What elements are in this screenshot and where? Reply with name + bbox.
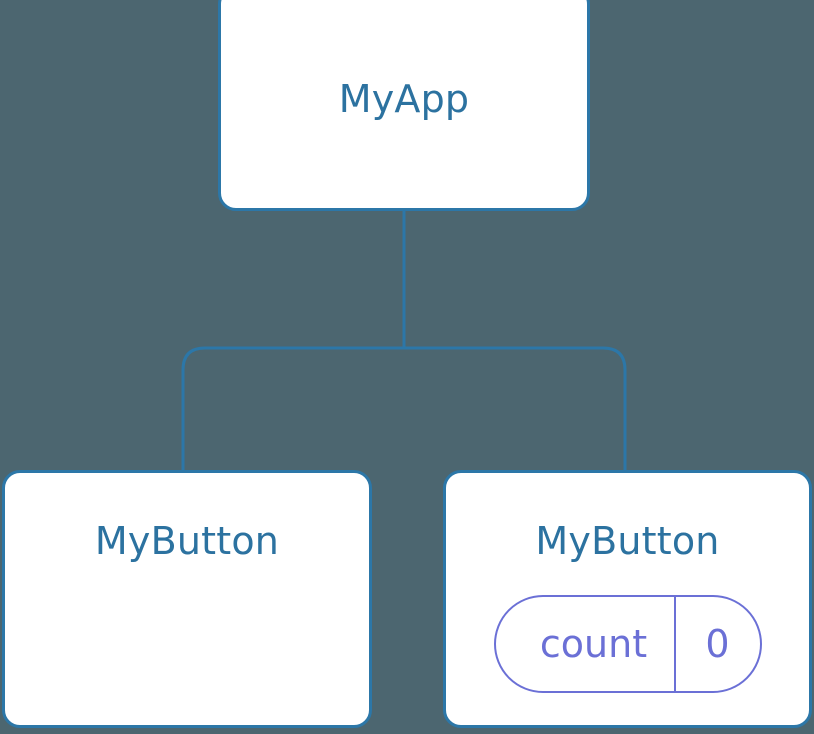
edge-to-right-child (402, 346, 627, 474)
node-myapp-title: MyApp (338, 77, 470, 121)
edge-to-left-child (181, 346, 406, 474)
state-key-right: count (539, 622, 648, 666)
node-mybutton-left-title: MyButton (94, 519, 280, 563)
node-mybutton-left[interactable]: MyButton count 1 (2, 470, 372, 728)
state-pill-right-wrap[interactable]: count 0 (493, 595, 762, 693)
node-mybutton-right[interactable]: MyButton count 0 (443, 470, 812, 728)
state-pill-right[interactable]: count 0 (493, 595, 762, 693)
node-myapp[interactable]: MyApp (218, 0, 590, 211)
node-mybutton-right-title: MyButton (535, 519, 720, 563)
state-value-right: 0 (673, 597, 760, 691)
